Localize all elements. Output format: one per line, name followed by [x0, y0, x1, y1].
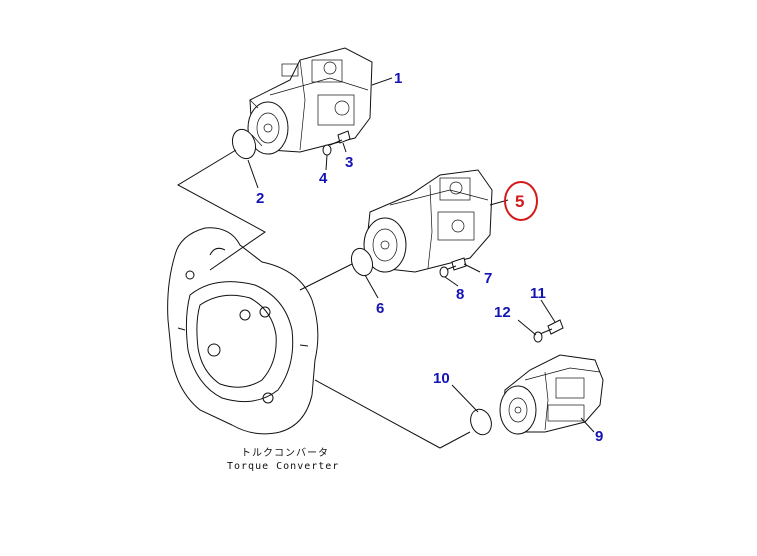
callout-5[interactable]: 5	[515, 192, 524, 211]
washer-4	[322, 144, 332, 156]
callout-7[interactable]: 7	[484, 270, 492, 287]
callout-11[interactable]: 11	[530, 285, 546, 302]
bolt-11	[539, 319, 564, 335]
callout-2[interactable]: 2	[256, 190, 264, 207]
callout-10[interactable]: 10	[433, 370, 450, 387]
caption-english: Torque Converter	[227, 461, 339, 472]
pump-assembly-1	[247, 47, 373, 155]
o-ring-6	[350, 247, 374, 277]
highlight-circle	[504, 181, 538, 221]
connection-lines	[176, 149, 471, 449]
callout-4[interactable]: 4	[319, 170, 328, 187]
o-ring-10	[470, 408, 492, 436]
torque-converter-housing	[167, 227, 319, 435]
callout-9[interactable]: 9	[595, 428, 603, 445]
callout-3[interactable]: 3	[345, 154, 353, 171]
callouts: 1 2 3 4 5 6 7 8 9 10 11 12	[256, 70, 603, 445]
callout-6[interactable]: 6	[376, 300, 384, 317]
callout-12[interactable]: 12	[494, 304, 511, 321]
callout-8[interactable]: 8	[456, 286, 464, 303]
caption-japanese: トルクコンバータ	[241, 447, 329, 459]
bolt-7	[444, 257, 467, 271]
washer-8	[439, 266, 449, 278]
pump-assembly-5	[363, 169, 493, 273]
pump-assembly-9	[499, 354, 604, 435]
torque-converter-caption: トルクコンバータ Torque Converter	[227, 447, 339, 472]
bolt-3	[329, 130, 351, 146]
washer-12	[533, 331, 543, 343]
o-ring-2	[231, 128, 257, 160]
callout-1[interactable]: 1	[394, 70, 402, 87]
